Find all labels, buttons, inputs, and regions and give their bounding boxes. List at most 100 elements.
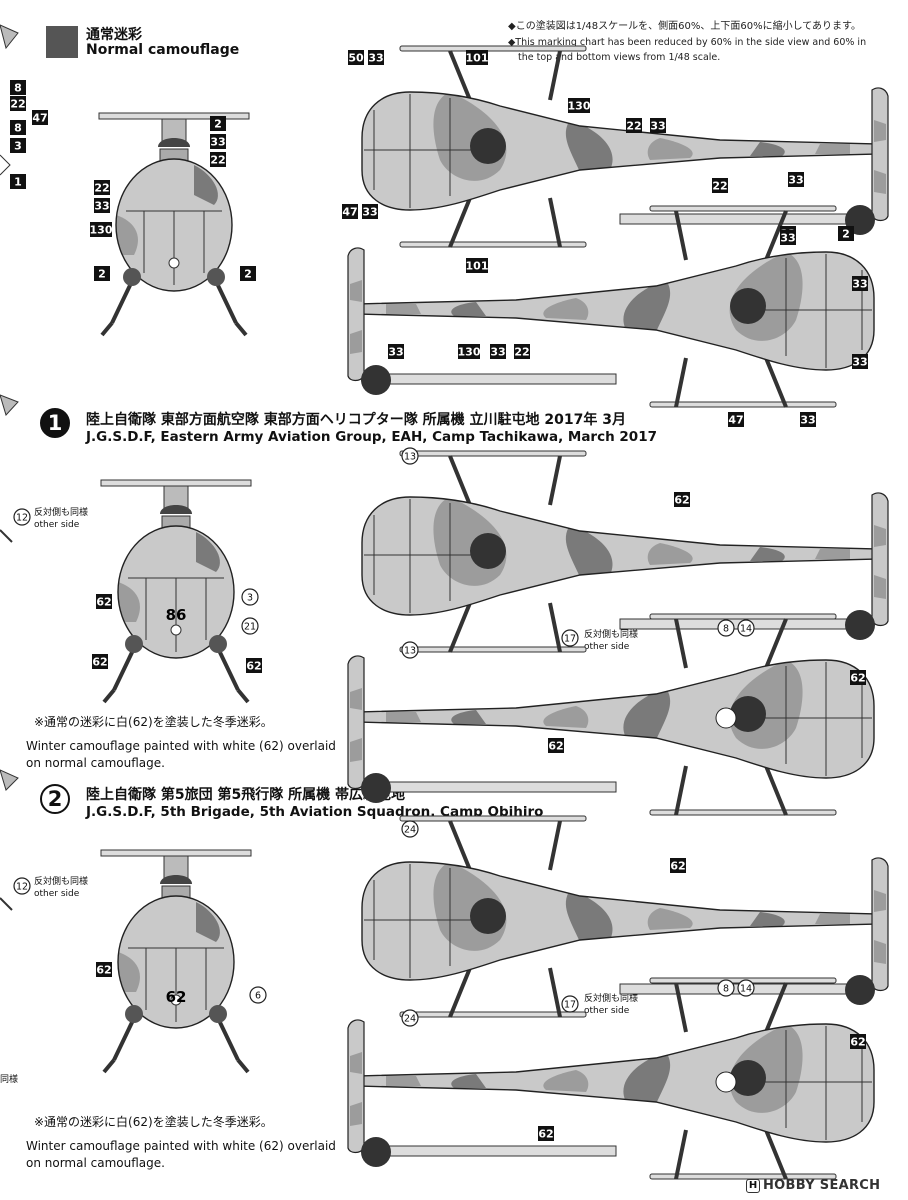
normal-front-label: 22 bbox=[210, 152, 226, 167]
hobby-search-watermark: H HOBBY SEARCH bbox=[746, 1178, 880, 1193]
s2-top-callout: 24 bbox=[401, 1009, 419, 1027]
svg-text:62: 62 bbox=[850, 672, 865, 685]
s1-front-callout: 12 bbox=[13, 508, 31, 526]
scheme-2-note-en-1: Winter camouflage painted with white (62… bbox=[26, 1139, 336, 1153]
scheme-2-badge: 2 bbox=[40, 784, 70, 814]
svg-text:33: 33 bbox=[788, 174, 803, 187]
other-side-jp-1: 反対側も同様 bbox=[34, 508, 89, 518]
s1-front-callout: 3 bbox=[241, 588, 259, 606]
other-side-en-3: other side bbox=[584, 642, 630, 652]
svg-text:62: 62 bbox=[850, 1036, 865, 1049]
normal-top-label: 101 bbox=[466, 258, 488, 273]
s1-top-label: 62 bbox=[674, 492, 690, 507]
s2-front-callout: 12 bbox=[13, 877, 31, 895]
svg-text:47: 47 bbox=[728, 414, 743, 427]
svg-text:62: 62 bbox=[246, 660, 261, 673]
svg-text:24: 24 bbox=[404, 825, 416, 836]
svg-text:8: 8 bbox=[723, 984, 729, 995]
normal-top-label: 33 bbox=[650, 118, 666, 133]
normal-front-label: 33 bbox=[210, 134, 226, 149]
normal-camo-swatch bbox=[46, 26, 78, 58]
svg-text:62: 62 bbox=[674, 494, 689, 507]
svg-text:22: 22 bbox=[10, 98, 25, 111]
s2-front-label: 62 bbox=[96, 962, 112, 977]
normal-top-label: 2 bbox=[838, 226, 854, 241]
svg-text:33: 33 bbox=[362, 206, 377, 219]
scheme-1-front-number: 86 bbox=[166, 606, 187, 624]
normal-bottom-label: 33 bbox=[388, 344, 404, 359]
svg-text:33: 33 bbox=[650, 120, 665, 133]
svg-text:62: 62 bbox=[92, 656, 107, 669]
svg-text:47: 47 bbox=[342, 206, 357, 219]
svg-text:62: 62 bbox=[548, 740, 563, 753]
s1-bottom-callout: 14 bbox=[737, 619, 755, 637]
svg-text:33: 33 bbox=[368, 52, 383, 65]
left-edge-label: 3 bbox=[10, 138, 26, 153]
s1-top-callout: 13 bbox=[401, 641, 419, 659]
hinomaru-outline bbox=[715, 1071, 737, 1093]
normal-bottom-label: 47 bbox=[728, 412, 744, 427]
svg-text:33: 33 bbox=[210, 136, 225, 149]
svg-text:17: 17 bbox=[564, 1000, 576, 1011]
normal-top-label: 33 bbox=[362, 204, 378, 219]
svg-text:33: 33 bbox=[490, 346, 505, 359]
svg-text:130: 130 bbox=[458, 346, 481, 359]
svg-text:3: 3 bbox=[14, 140, 22, 153]
other-side-en-1: other side bbox=[34, 520, 80, 530]
scheme-2-note-jp: ※通常の迷彩に白(62)を塗装した冬季迷彩。 bbox=[34, 1115, 273, 1129]
normal-bottom-label: 33 bbox=[800, 412, 816, 427]
s2-top-callout: 17 bbox=[561, 995, 579, 1013]
svg-text:47: 47 bbox=[32, 112, 47, 125]
svg-text:62: 62 bbox=[538, 1128, 553, 1141]
svg-text:12: 12 bbox=[16, 882, 28, 893]
normal-top-label: 33 bbox=[788, 172, 804, 187]
decal-labels: 2332222331302250331011302233332247332331… bbox=[13, 50, 868, 1141]
scheme-1-note-jp: ※通常の迷彩に白(62)を塗装した冬季迷彩。 bbox=[34, 715, 273, 729]
svg-text:14: 14 bbox=[740, 984, 752, 995]
left-edge-label: 8 bbox=[10, 80, 26, 95]
normal-top-label: 47 bbox=[342, 204, 358, 219]
normal-top-label: 22 bbox=[626, 118, 642, 133]
normal-front-label: 2 bbox=[210, 116, 226, 131]
scale-note-en-1: ◆This marking chart has been reduced by … bbox=[508, 37, 867, 48]
svg-text:14: 14 bbox=[740, 624, 752, 635]
svg-text:33: 33 bbox=[800, 414, 815, 427]
svg-text:21: 21 bbox=[244, 622, 256, 633]
svg-text:17: 17 bbox=[564, 634, 576, 645]
s1-front-label: 62 bbox=[246, 658, 262, 673]
left-edge-label: 8 bbox=[10, 120, 26, 135]
scheme-2-front-number: 62 bbox=[166, 988, 187, 1006]
svg-text:33: 33 bbox=[94, 200, 109, 213]
scheme-1-note-en-2: on normal camouflage. bbox=[26, 756, 165, 770]
svg-text:33: 33 bbox=[780, 232, 795, 245]
svg-text:8: 8 bbox=[14, 122, 22, 135]
normal-camo-title-jp: 通常迷彩 bbox=[86, 27, 142, 43]
svg-text:8: 8 bbox=[14, 82, 22, 95]
normal-top-label: 50 bbox=[348, 50, 364, 65]
normal-front-label: 130 bbox=[90, 222, 113, 237]
svg-text:12: 12 bbox=[16, 513, 28, 524]
svg-text:13: 13 bbox=[404, 646, 416, 657]
normal-front-label: 2 bbox=[240, 266, 256, 281]
svg-text:33: 33 bbox=[852, 356, 867, 369]
scheme-2-note-en-2: on normal camouflage. bbox=[26, 1156, 165, 1170]
svg-text:8: 8 bbox=[723, 624, 729, 635]
s2-top-label: 62 bbox=[670, 858, 686, 873]
normal-bottom-label: 33 bbox=[852, 354, 868, 369]
normal-front-label: 33 bbox=[94, 198, 110, 213]
s1-front-label: 62 bbox=[96, 594, 112, 609]
scale-note-jp: ◆この塗装図は1/48スケールを、側面60%、上下面60%に縮小してあります。 bbox=[508, 21, 861, 32]
normal-top-label: 33 bbox=[368, 50, 384, 65]
s2-top-callout: 24 bbox=[401, 820, 419, 838]
svg-text:22: 22 bbox=[94, 182, 109, 195]
normal-front-label: 22 bbox=[94, 180, 110, 195]
svg-text:62: 62 bbox=[670, 860, 685, 873]
svg-text:2: 2 bbox=[214, 118, 222, 131]
normal-bottom-label: 33 bbox=[490, 344, 506, 359]
s2-bottom-callout: 14 bbox=[737, 979, 755, 997]
svg-text:33: 33 bbox=[852, 278, 867, 291]
svg-text:22: 22 bbox=[712, 180, 727, 193]
svg-text:2: 2 bbox=[98, 268, 106, 281]
svg-text:33: 33 bbox=[388, 346, 403, 359]
